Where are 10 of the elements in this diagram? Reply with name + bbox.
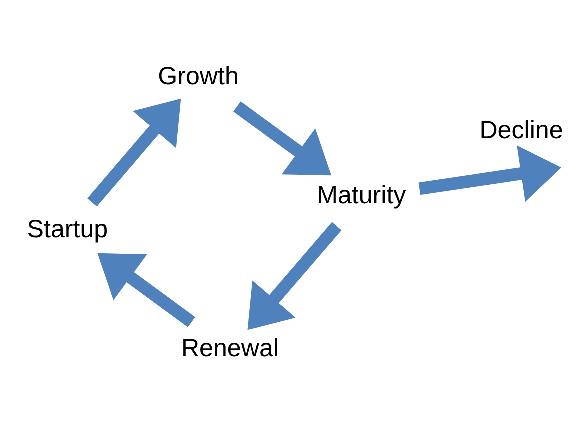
edge-label: Decline [480,116,564,145]
node-text: Maturity [317,182,406,210]
node-text: Growth [158,62,239,90]
node-text: Renewal [181,334,279,362]
node-text: Startup [27,215,108,244]
arrow [234,102,332,176]
arrow [88,98,182,207]
arrow [98,253,196,328]
arrow [418,146,562,202]
arrow [248,222,342,330]
